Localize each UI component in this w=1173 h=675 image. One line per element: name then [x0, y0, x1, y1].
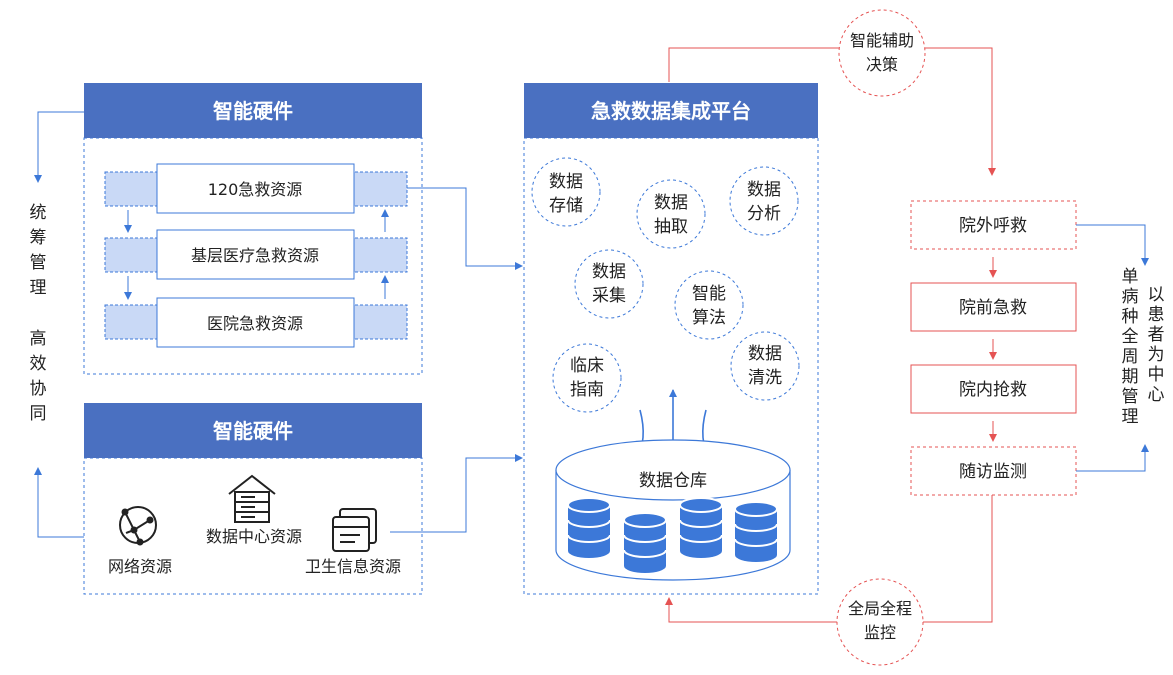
svg-text:分析: 分析 — [747, 204, 781, 224]
svg-text:院前急救: 院前急救 — [959, 298, 1027, 318]
svg-text:期: 期 — [1122, 367, 1139, 387]
svg-text:智能: 智能 — [692, 284, 726, 304]
left-bottom-header — [84, 403, 422, 458]
bubble-clinical-guideline: 临床 指南 — [552, 343, 622, 413]
svg-text:单: 单 — [1122, 267, 1139, 287]
left-top-header-title: 智能硬件 — [213, 99, 293, 123]
resource-row-120 — [156, 163, 355, 214]
svg-text:中: 中 — [1148, 365, 1165, 385]
svg-text:协: 协 — [30, 379, 47, 399]
svg-text:院外呼救: 院外呼救 — [959, 216, 1027, 236]
left-side-loop — [34, 111, 84, 538]
data-center-icon — [228, 474, 276, 523]
flow-step-prehospital-care: 院前急救 — [910, 282, 1077, 332]
svg-text:数据: 数据 — [592, 262, 626, 282]
bubble-smart-algorithm: 智能 算法 — [674, 270, 744, 340]
svg-text:算法: 算法 — [692, 308, 726, 328]
svg-text:同: 同 — [30, 404, 47, 424]
flow-step-prehospital-call: 院外呼救 — [910, 200, 1077, 250]
connector-bottom-to-platform — [390, 454, 523, 533]
bubble-data-storage: 数据 存储 — [531, 157, 601, 227]
network-resources-label: 网络资源 — [108, 557, 172, 576]
svg-text:存储: 存储 — [549, 196, 583, 216]
svg-text:智能辅助: 智能辅助 — [850, 31, 914, 50]
svg-text:管: 管 — [1122, 387, 1139, 407]
health-info-resources-label: 卫生信息资源 — [305, 557, 401, 576]
svg-text:种: 种 — [1122, 307, 1139, 327]
svg-text:数据: 数据 — [654, 193, 688, 213]
svg-text:者: 者 — [1148, 325, 1165, 345]
monitor-circle: 全局全程 监控 — [836, 578, 924, 666]
database-icons — [567, 497, 778, 573]
svg-text:随访监测: 随访监测 — [959, 462, 1027, 482]
data-warehouse: 数据仓库 — [555, 439, 791, 581]
side-label-patient-centered: 以 患 者 为 中 心 — [1148, 285, 1165, 405]
bracket-bottom — [1076, 444, 1149, 472]
svg-text:理: 理 — [1122, 407, 1139, 427]
left-top-panel: 智能硬件 120急救资源 基层医疗急救资源 医院急救资源 — [83, 83, 423, 375]
svg-text:以: 以 — [1148, 285, 1165, 305]
network-globe-icon — [119, 506, 157, 546]
window-stack-icon — [332, 508, 377, 552]
svg-text:病: 病 — [1122, 287, 1139, 307]
svg-text:统: 统 — [30, 203, 47, 223]
svg-text:心: 心 — [1148, 385, 1165, 405]
svg-text:数据: 数据 — [549, 172, 583, 192]
svg-text:决策: 决策 — [866, 55, 898, 74]
resource-row-primary-care-label: 基层医疗急救资源 — [191, 246, 319, 265]
svg-text:高: 高 — [30, 329, 47, 349]
side-label-collaborate: 高 效 协 同 — [30, 329, 47, 424]
platform-panel: 急救数据集成平台 — [523, 83, 819, 595]
monitor-loop — [665, 495, 993, 623]
connector-top-to-platform — [407, 187, 523, 270]
decision-loop — [668, 47, 996, 176]
left-bottom-header-title: 智能硬件 — [213, 419, 293, 443]
svg-text:指南: 指南 — [570, 380, 604, 400]
svg-text:周: 周 — [1122, 347, 1139, 367]
bubble-data-cleaning: 数据 清洗 — [730, 331, 800, 401]
bubble-data-analysis: 数据 分析 — [729, 166, 799, 236]
resource-row-primary-care — [156, 229, 355, 280]
bubble-data-collection: 数据 采集 — [574, 249, 644, 319]
data-center-resources-label: 数据中心资源 — [206, 527, 302, 546]
side-label-lifecycle: 单 病 种 全 周 期 管 理 — [1122, 267, 1139, 427]
svg-text:筹: 筹 — [30, 228, 47, 248]
data-warehouse-label: 数据仓库 — [639, 471, 707, 491]
bubble-data-extraction: 数据 抽取 — [636, 179, 706, 249]
svg-text:理: 理 — [30, 278, 47, 298]
svg-text:管: 管 — [30, 253, 47, 273]
svg-text:清洗: 清洗 — [748, 368, 782, 388]
left-bottom-panel: 智能硬件 网络资源 数据中心资源 — [83, 403, 423, 595]
database-icon — [567, 497, 611, 558]
svg-text:效: 效 — [30, 354, 47, 374]
decision-circle: 智能辅助 决策 — [838, 9, 926, 97]
svg-text:为: 为 — [1148, 345, 1165, 365]
svg-text:采集: 采集 — [592, 286, 626, 306]
bracket-top — [1076, 224, 1149, 266]
resource-row-hospital — [156, 297, 355, 348]
svg-text:院内抢救: 院内抢救 — [959, 380, 1027, 400]
svg-text:临床: 临床 — [570, 356, 604, 376]
platform-header-title: 急救数据集成平台 — [591, 99, 751, 123]
side-label-coordinate: 统 筹 管 理 — [30, 203, 47, 298]
left-top-header — [84, 83, 422, 138]
database-icon — [679, 497, 723, 558]
svg-text:全局全程: 全局全程 — [848, 599, 912, 618]
svg-text:数据: 数据 — [747, 180, 781, 200]
resource-row-120-label: 120急救资源 — [208, 180, 303, 199]
svg-text:监控: 监控 — [864, 623, 896, 642]
flow-step-inhospital-rescue: 院内抢救 — [910, 364, 1077, 414]
svg-text:数据: 数据 — [748, 344, 782, 364]
resource-row-hospital-label: 医院急救资源 — [207, 314, 303, 333]
database-icon — [623, 512, 667, 573]
svg-text:抽取: 抽取 — [654, 217, 688, 237]
svg-text:患: 患 — [1148, 305, 1165, 325]
platform-header — [524, 83, 818, 138]
flow-step-followup: 随访监测 — [910, 446, 1077, 496]
database-icon — [734, 501, 778, 562]
svg-text:全: 全 — [1122, 327, 1139, 347]
